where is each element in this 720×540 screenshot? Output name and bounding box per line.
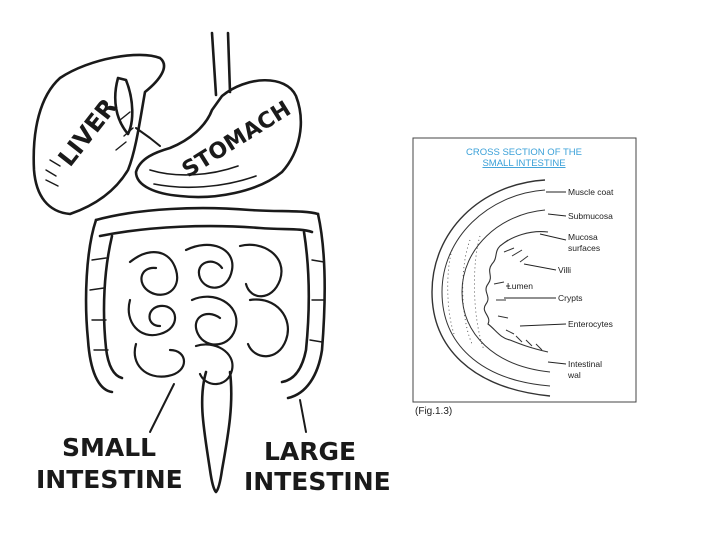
- label-mucosa: Mucosa: [568, 232, 598, 242]
- villi-fringe: [493, 239, 543, 351]
- intestinal-wall-drawing: [431, 179, 551, 397]
- liver-label: LIVER: [53, 93, 123, 171]
- stomach-outline: [134, 78, 303, 199]
- cross-section-frame: [412, 137, 637, 403]
- gall-bladder: [114, 76, 134, 136]
- small-intestine-leader: [149, 383, 175, 433]
- small-intestine-coils: [127, 243, 289, 386]
- cross-section-title-line1: CROSS SECTION OF THE: [466, 147, 582, 158]
- cross-section-leaders: [504, 191, 567, 365]
- colon-haustra: [89, 257, 325, 351]
- label-lumen: Lumen: [507, 281, 533, 291]
- figure-caption: (Fig.1.3): [415, 406, 452, 417]
- small-intestine-label-line2: INTESTINE: [36, 465, 183, 494]
- label-muscle-coat: Muscle coat: [568, 187, 614, 197]
- large-intestine-label-line1: LARGE: [264, 437, 356, 466]
- liver-shading: [45, 111, 134, 187]
- muscle-layer: [441, 189, 551, 387]
- label-enterocytes: Enterocytes: [568, 319, 613, 329]
- large-intestine-label-line2: INTESTINE: [244, 467, 391, 496]
- cross-section-title-line2: SMALL INTESTINE: [482, 158, 565, 169]
- small-intestine-label-line1: SMALL: [62, 433, 156, 462]
- esophagus: [210, 31, 232, 97]
- large-intestine-leader: [299, 399, 307, 433]
- descending-colon: [280, 212, 326, 400]
- stomach-label: STOMACH: [178, 97, 296, 183]
- label-surfaces: surfaces: [568, 243, 600, 253]
- label-intestinal: Intestinal: [568, 359, 602, 369]
- stomach-fold: [149, 165, 257, 189]
- villi-surface: [483, 231, 549, 353]
- cross-section-figure: CROSS SECTION OF THE SMALL INTESTINE Mus…: [412, 137, 637, 403]
- submucosa-layer: [461, 209, 551, 373]
- bile-duct: [135, 127, 161, 147]
- label-wall: wal: [567, 370, 581, 380]
- rectum: [200, 370, 233, 494]
- wall-texture: [447, 235, 485, 351]
- liver-outline: [32, 53, 166, 216]
- outer-wall: [431, 179, 551, 397]
- ascending-colon: [84, 218, 124, 394]
- transverse-colon: [94, 206, 320, 222]
- label-villi: Villi: [558, 265, 571, 275]
- transverse-colon-lower: [98, 224, 314, 238]
- label-crypts: Crypts: [558, 293, 583, 303]
- label-submucosa: Submucosa: [568, 211, 613, 221]
- digestive-illustration: [32, 31, 326, 494]
